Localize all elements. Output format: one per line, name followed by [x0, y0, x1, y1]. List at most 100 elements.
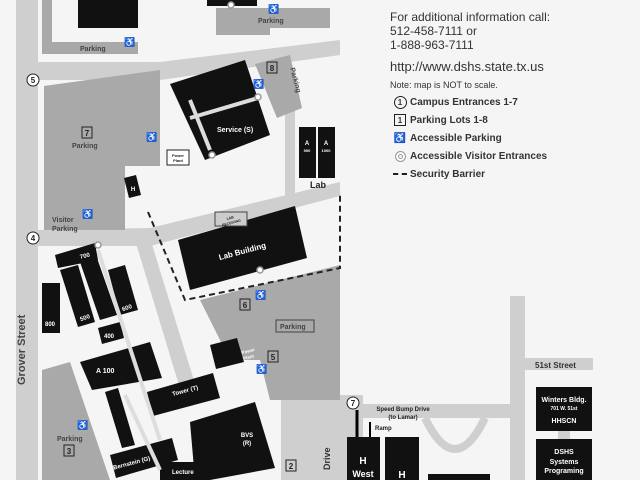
- h-building: [385, 437, 419, 480]
- power-plant-building: [210, 338, 244, 369]
- boxed-number-icon: 1: [394, 114, 406, 126]
- legend-item-security-barrier: Security Barrier: [390, 168, 635, 180]
- lot-6: 6: [243, 301, 248, 310]
- circled-number-icon: 1: [393, 95, 407, 109]
- building-600: [108, 265, 138, 315]
- grover-street-label: Grover Street: [16, 314, 28, 385]
- bernstein-building: [110, 438, 178, 478]
- building-400: [98, 322, 124, 344]
- diagonal-road: [135, 238, 200, 405]
- lot-3: 3: [67, 447, 72, 456]
- a900-label: 900: [304, 148, 311, 153]
- building-500: [60, 265, 95, 327]
- h-west-h: H: [359, 456, 366, 467]
- service-label: Service (S): [217, 127, 253, 134]
- svg-text:♿: ♿: [146, 131, 157, 142]
- h-small-label: H: [131, 187, 135, 193]
- power-plant-label: Power: [172, 153, 184, 158]
- bvs-building: [190, 402, 275, 480]
- lecture-label: Lecture: [172, 470, 194, 476]
- b600-label: 600: [122, 304, 134, 313]
- speed-bump-label: Speed Bump Drive: [376, 407, 430, 413]
- accessible-entrance-icons: [94, 1, 264, 274]
- building-wing: [105, 388, 135, 448]
- entrance-4: 4: [31, 234, 36, 243]
- h-west-label: West: [352, 469, 373, 479]
- legend-item-parking-lots: 1 Parking Lots 1-8: [390, 114, 635, 126]
- lot-5: 5: [271, 353, 276, 362]
- entrance-7: 7: [351, 399, 356, 408]
- a1000-a: A: [324, 141, 329, 147]
- legend-label: Security Barrier: [410, 168, 486, 180]
- legend-label: Accessible Visitor Entrances: [410, 150, 548, 162]
- building-a100: [80, 342, 162, 390]
- svg-text:♿: ♿: [255, 289, 266, 300]
- winters-address: 701 W. 51st: [551, 406, 578, 412]
- walkways: [96, 96, 259, 471]
- parking-label-7: Parking: [72, 143, 98, 150]
- parking-label-north: Parking: [258, 18, 284, 25]
- dshs-programing-label: Programing: [544, 468, 583, 475]
- 51st-street-label: 51st Street: [535, 361, 576, 370]
- b800-label: 800: [45, 322, 56, 328]
- parking-strip-north: [42, 42, 138, 54]
- a900-a: A: [305, 141, 310, 147]
- scale-note: Note: map is NOT to scale.: [390, 80, 498, 90]
- power-plant-label-2: Plant: [173, 158, 183, 163]
- winters-connector: [558, 431, 570, 439]
- info-line: For additional information call:: [390, 10, 551, 24]
- entrance-5: 5: [31, 76, 36, 85]
- parking-lot-3: [42, 362, 110, 480]
- visitor-parking-label: Parking: [52, 226, 78, 233]
- b700-label: 700: [79, 252, 91, 261]
- legend-item-accessible-parking: ♿Accessible Parking: [390, 132, 635, 144]
- svg-text:♿: ♿: [268, 3, 279, 14]
- visitor-label: Visitor: [52, 217, 74, 224]
- legend: For additional information call: 512-458…: [390, 10, 635, 180]
- loop-road: [421, 416, 489, 453]
- building-h-small: [124, 175, 141, 198]
- dshs-systems-label: Systems: [550, 459, 579, 466]
- parking-label-3: Parking: [57, 436, 83, 443]
- lab-receiving-box: [214, 211, 248, 227]
- parking-label-6: Parking: [280, 324, 306, 331]
- lot-7: 7: [85, 129, 90, 138]
- hhscn-label: HHSCN: [552, 418, 577, 425]
- building-a1000: [318, 127, 335, 178]
- tower-building: [147, 373, 220, 416]
- lot-8: 8: [270, 64, 275, 73]
- h-label: H: [398, 470, 405, 480]
- a1000-label: 1000: [322, 148, 332, 153]
- legend-label: Parking Lots 1-8: [410, 114, 488, 126]
- website-link[interactable]: http://www.dshs.state.tx.us: [390, 59, 544, 74]
- speed-bump-drive: [362, 404, 520, 418]
- entrance-markers: [26, 73, 360, 410]
- lot-boxes: [63, 61, 297, 472]
- speed-bump-sub: (to Lamar): [388, 415, 417, 421]
- lecture-building: [160, 462, 200, 480]
- lot-2: 2: [289, 462, 294, 471]
- winters-building: [536, 387, 592, 431]
- power-plant-box: [166, 149, 190, 166]
- h-west-building: [347, 437, 380, 480]
- parking-lot-7: [44, 70, 160, 230]
- svg-text:♿: ♿: [82, 208, 93, 219]
- svg-text:♿: ♿: [77, 419, 88, 430]
- bvs-label-2: (R): [243, 441, 251, 447]
- lab-building: [178, 206, 307, 290]
- power-plant-2-label: Power: [241, 347, 256, 355]
- legend-item-accessible-entrances: Accessible Visitor Entrances: [390, 150, 635, 162]
- parking-areas: [42, 0, 340, 480]
- a100-label: A 100: [96, 368, 115, 375]
- building-south: [428, 474, 490, 480]
- building-500b: [80, 258, 117, 320]
- svg-text:♿: ♿: [124, 36, 135, 47]
- east-road: [510, 296, 525, 480]
- phone-2: 1-888-963-7111: [390, 38, 474, 52]
- lab-receiving-label-2: RECEIVING: [222, 218, 242, 227]
- double-ring-icon: [394, 150, 406, 162]
- b400-label: 400: [104, 334, 115, 340]
- lab-label: Lab: [310, 180, 327, 190]
- legend-label: Campus Entrances 1-7: [410, 96, 518, 108]
